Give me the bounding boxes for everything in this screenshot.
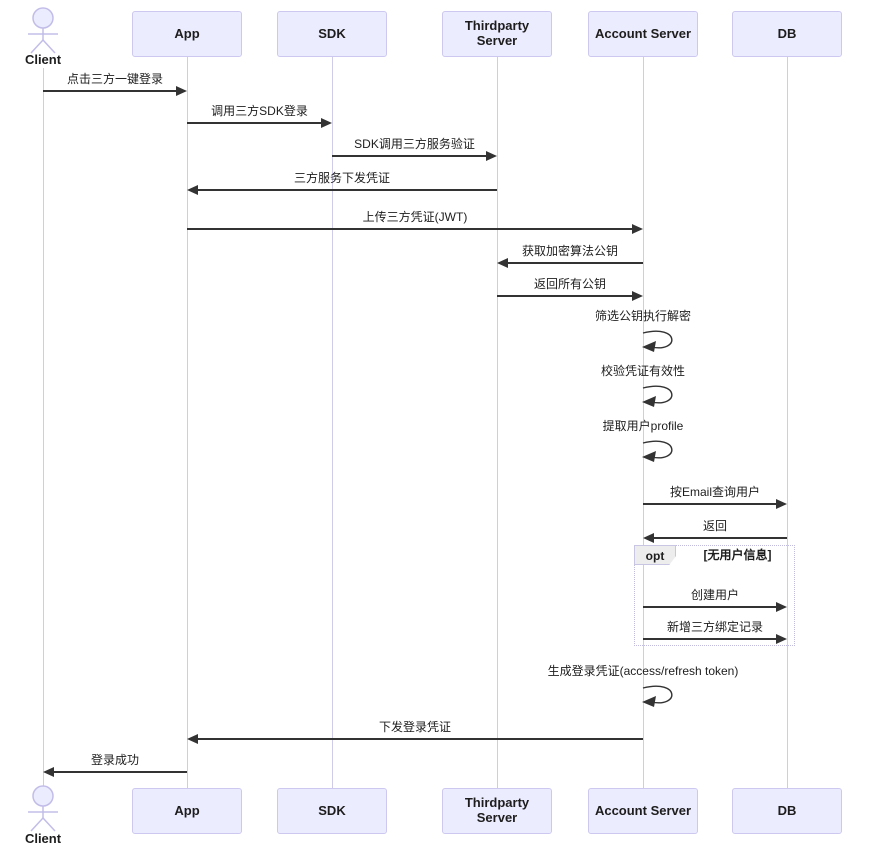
participant-app-top: App	[132, 11, 242, 57]
message-16-label: 登录成功	[90, 753, 139, 767]
message-13-line	[643, 638, 776, 640]
participant-sdk-top: SDK	[277, 11, 387, 57]
lifeline-db	[787, 57, 788, 789]
message-0-label: 点击三方一键登录	[66, 72, 163, 86]
message-11-label: 返回	[702, 519, 727, 533]
lifeline-account	[643, 57, 644, 789]
participant-client-bottom-label: Client	[24, 831, 62, 846]
message-4-arrowhead-icon	[632, 224, 643, 234]
participant-db-top: DB	[732, 11, 842, 57]
frame-opt-condition: [无用户信息]	[703, 548, 772, 562]
lifeline-thirdparty	[497, 57, 498, 789]
frame-opt	[634, 545, 795, 646]
self-loop-14-icon	[642, 685, 673, 707]
lifeline-app	[187, 57, 188, 789]
self-loop-7-icon	[642, 330, 673, 352]
participant-app-bottom: App	[132, 788, 242, 834]
self-loop-8-icon	[642, 385, 673, 407]
message-16-line	[54, 771, 187, 773]
message-4-label: 上传三方凭证(JWT)	[362, 210, 468, 224]
message-8-label: 校验凭证有效性	[600, 364, 685, 378]
message-6-arrowhead-icon	[632, 291, 643, 301]
message-16-arrowhead-icon	[43, 767, 54, 777]
message-2-line	[332, 155, 486, 157]
message-15-arrowhead-icon	[187, 734, 198, 744]
message-2-arrowhead-icon	[486, 151, 497, 161]
message-2-label: SDK调用三方服务验证	[354, 137, 475, 151]
message-13-arrowhead-icon	[776, 634, 787, 644]
message-12-label: 创建用户	[690, 588, 739, 602]
message-5-line	[508, 262, 643, 264]
self-loop-9-icon	[642, 440, 673, 462]
message-6-label: 返回所有公钥	[533, 277, 606, 291]
actor-client-bottom-icon	[28, 785, 58, 832]
message-3-arrowhead-icon	[187, 185, 198, 195]
message-13-label: 新增三方绑定记录	[666, 620, 763, 634]
message-4-line	[187, 228, 632, 230]
message-0-line	[43, 90, 176, 92]
lifeline-client	[43, 68, 44, 789]
participant-client-top-label: Client	[24, 52, 62, 67]
message-15-line	[198, 738, 643, 740]
message-1-arrowhead-icon	[321, 118, 332, 128]
message-14-label: 生成登录凭证(access/refresh token)	[547, 664, 739, 678]
participant-thirdparty-top: Thirdparty Server	[442, 11, 552, 57]
message-5-label: 获取加密算法公钥	[521, 244, 618, 258]
message-3-label: 三方服务下发凭证	[293, 171, 390, 185]
participant-thirdparty-bottom: Thirdparty Server	[442, 788, 552, 834]
message-10-line	[643, 503, 776, 505]
participant-account-bottom: Account Server	[588, 788, 698, 834]
participant-account-top: Account Server	[588, 11, 698, 57]
message-11-line	[654, 537, 787, 539]
message-3-line	[198, 189, 497, 191]
message-9-label: 提取用户profile	[602, 419, 684, 433]
message-10-label: 按Email查询用户	[669, 485, 760, 499]
message-1-label: 调用三方SDK登录	[211, 104, 308, 118]
participant-sdk-bottom: SDK	[277, 788, 387, 834]
lifeline-sdk	[332, 57, 333, 789]
message-6-line	[497, 295, 632, 297]
message-1-line	[187, 122, 321, 124]
message-0-arrowhead-icon	[176, 86, 187, 96]
message-12-arrowhead-icon	[776, 602, 787, 612]
message-7-label: 筛选公钥执行解密	[594, 309, 691, 323]
message-15-label: 下发登录凭证	[378, 720, 451, 734]
message-11-arrowhead-icon	[643, 533, 654, 543]
participant-db-bottom: DB	[732, 788, 842, 834]
message-5-arrowhead-icon	[497, 258, 508, 268]
message-10-arrowhead-icon	[776, 499, 787, 509]
actor-client-top-icon	[28, 7, 58, 54]
frame-opt-tab: opt	[634, 545, 676, 565]
message-12-line	[643, 606, 776, 608]
